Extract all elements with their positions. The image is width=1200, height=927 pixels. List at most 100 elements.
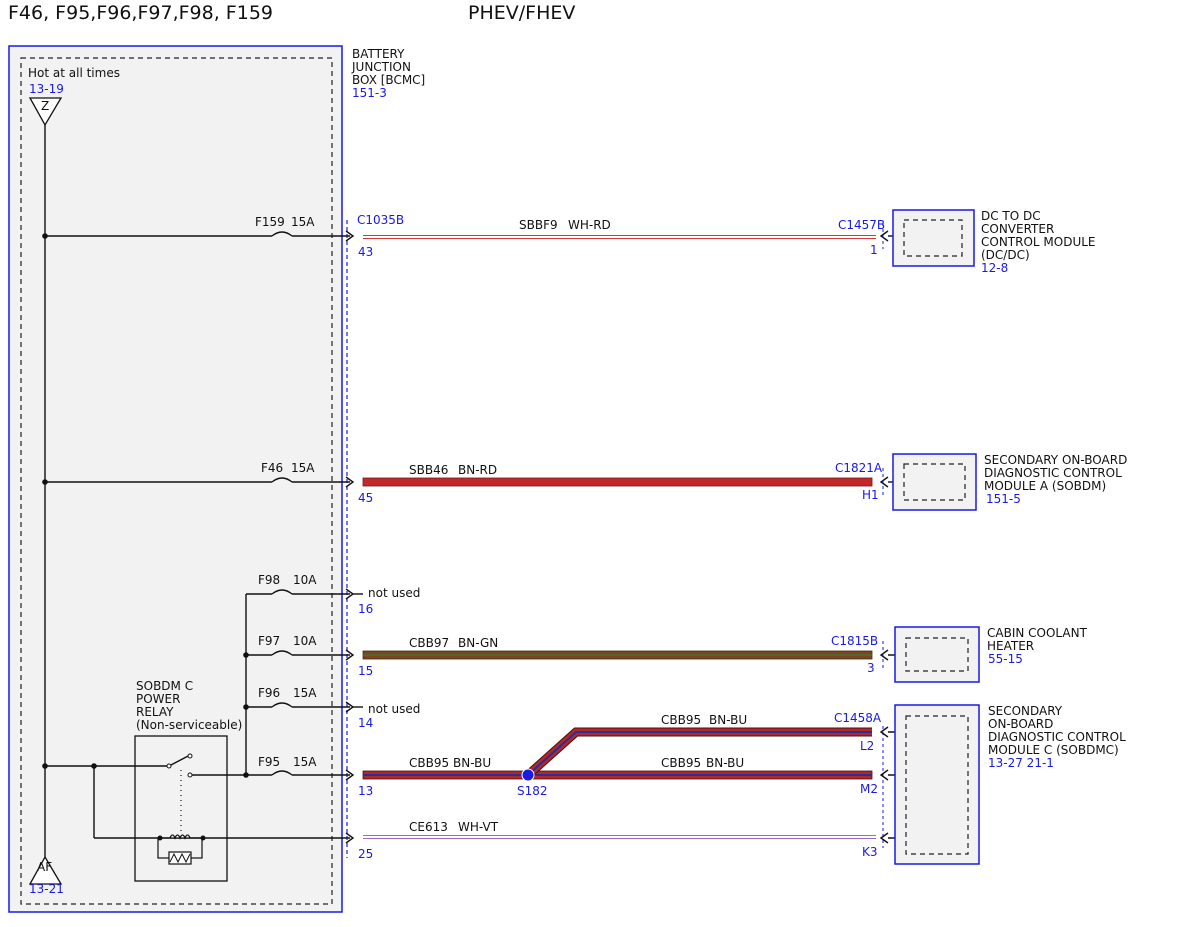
hot-label: Hot at all times (28, 66, 120, 80)
module-sobdmc-connector: C1458A (834, 711, 882, 725)
circuit-f98: F98 10A not used (246, 573, 420, 600)
module-sobdm-name-1: SECONDARY ON-BOARD (984, 453, 1127, 467)
relay-label-line-2: POWER (136, 692, 180, 706)
module-sobdmc-ref: 13-27 21-1 (988, 756, 1054, 770)
module-sobdmc-pin-m2: M2 (860, 782, 878, 796)
fuse-f96-label: F96 (258, 686, 280, 700)
not-used-16: not used (368, 586, 420, 600)
module-sobdmc: C1458A L2 M2 K3 SECONDARY ON-BOARD DIAGN… (834, 704, 1126, 865)
fuse-f159-symbol (271, 231, 293, 237)
module-heater-name-1: CABIN COOLANT (987, 626, 1088, 640)
wire-cbb97-name: CBB97 (409, 636, 449, 650)
pin-45: 45 (358, 491, 373, 505)
wire-sbb46: SBB46 BN-RD (362, 463, 873, 487)
wire-ce613-name: CE613 (409, 820, 448, 834)
circuit-f159: F159 15A (42, 215, 355, 242)
module-sobdmc-name-4: MODULE C (SOBDMC) (988, 743, 1119, 757)
bottom-power-symbol (28, 855, 63, 885)
wire-cbb95-name-1: CBB95 (409, 756, 449, 770)
fuse-f96-rating: 15A (293, 686, 317, 700)
circuit-f95: F95 15A (190, 755, 355, 781)
pin-43: 43 (358, 245, 373, 259)
battery-junction-box (8, 45, 343, 913)
variant-title: PHEV/FHEV (468, 2, 575, 24)
wire-sbbf9: SBBF9 WH-RD (363, 218, 876, 239)
module-sobdmc-pin-k3: K3 (862, 845, 878, 859)
bjb-connector-label: C1035B (357, 213, 404, 227)
module-sobdm-connector: C1821A (835, 461, 883, 475)
fuse-f97-rating: 10A (293, 634, 317, 648)
module-dcdc-name-2: CONVERTER (981, 222, 1054, 236)
module-dcdc-name-4: (DC/DC) (981, 248, 1030, 262)
module-sobdm-name-3: MODULE A (SOBDM) (984, 479, 1106, 493)
wire-sbb46-color: BN-RD (458, 463, 497, 477)
wire-cbb95-name-2: CBB95 (661, 713, 701, 727)
pin-25: 25 (358, 847, 373, 861)
fuse-f97-label: F97 (258, 634, 280, 648)
fuse-f46-rating: 15A (291, 461, 315, 475)
pin-15: 15 (358, 664, 373, 678)
relay-label-line-1: SOBDM C (136, 679, 193, 693)
wire-sbbf9-color: WH-RD (568, 218, 611, 232)
fuse-f159-rating: 15A (291, 215, 315, 229)
fuse-f46-symbol (271, 477, 293, 483)
module-heater-connector: C1815B (831, 634, 878, 648)
splice-s182-dot (521, 768, 535, 782)
pin-16: 16 (358, 602, 373, 616)
top-symbol-label: Z (41, 99, 49, 113)
fuse-f98-rating: 10A (293, 573, 317, 587)
circuit-f46: F46 15A (42, 461, 355, 488)
wire-sbbf9-name: SBBF9 (519, 218, 558, 232)
bottom-symbol-label: AF (37, 860, 52, 874)
module-dcdc-pin: 1 (870, 243, 878, 257)
module-dcdc-name-3: CONTROL MODULE (981, 235, 1096, 249)
wire-cbb95-color-2: BN-BU (709, 713, 747, 727)
module-dcdc: C1457B 1 DC TO DC CONVERTER CONTROL MODU… (838, 209, 1096, 275)
wire-cbb95-color-1: BN-BU (453, 756, 491, 770)
module-dcdc-connector: C1457B (838, 218, 885, 232)
module-sobdmc-name-1: SECONDARY (988, 704, 1063, 718)
bjb-name-line-2: JUNCTION (351, 60, 411, 74)
module-sobdm-name-2: DIAGNOSTIC CONTROL (984, 466, 1122, 480)
fuses-title: F46, F95,F96,F97,F98, F159 (8, 2, 273, 24)
module-heater-pin: 3 (867, 661, 875, 675)
circuit-f97: F97 10A (243, 634, 355, 661)
module-sobdmc-pin-l2: L2 (860, 739, 874, 753)
pin-14: 14 (358, 716, 373, 730)
splice-s182-label: S182 (517, 784, 548, 798)
relay-label-line-4: (Non-serviceable) (136, 718, 242, 732)
module-sobdmc-name-2: ON-BOARD (988, 717, 1053, 731)
wire-cbb97: CBB97 BN-GN (362, 636, 873, 660)
module-sobdm-pin: H1 (862, 488, 879, 502)
top-power-symbol (28, 97, 63, 127)
wire-cbb95-color-3: BN-BU (706, 756, 744, 770)
module-sobdm-ref: 151-5 (986, 492, 1021, 506)
wire-sbb46-name: SBB46 (409, 463, 448, 477)
fuse-f98-label: F98 (258, 573, 280, 587)
fuse-f46-label: F46 (261, 461, 283, 475)
module-dcdc-ref: 12-8 (981, 261, 1008, 275)
module-cabin-coolant-heater: C1815B 3 CABIN COOLANT HEATER 55-15 (831, 626, 1088, 683)
wire-cbb97-color: BN-GN (458, 636, 498, 650)
module-dcdc-name-1: DC TO DC (981, 209, 1041, 223)
relay-switch-contact (170, 754, 191, 766)
pin-13: 13 (358, 784, 373, 798)
bjb-internal-outline (20, 57, 333, 905)
wire-cbb95: CBB95 BN-BU CBB95 BN-BU CBB95 BN-BU S182 (362, 713, 873, 798)
top-ref: 13-19 (29, 82, 64, 96)
wire-ce613-color: WH-VT (458, 820, 499, 834)
bjb-name-line-1: BATTERY (352, 47, 405, 61)
bottom-ref: 13-21 (29, 882, 64, 896)
module-heater-name-2: HEATER (987, 639, 1034, 653)
module-sobdm: C1821A H1 SECONDARY ON-BOARD DIAGNOSTIC … (835, 453, 1127, 511)
fuse-f95-rating: 15A (293, 755, 317, 769)
wire-cbb95-name-3: CBB95 (661, 756, 701, 770)
bjb-ref: 151-3 (352, 86, 387, 100)
fuse-f159-label: F159 (255, 215, 285, 229)
sobdm-c-power-relay: SOBDM C POWER RELAY (Non-serviceable) (42, 679, 355, 882)
not-used-14: not used (368, 702, 420, 716)
relay-label-line-3: RELAY (136, 705, 174, 719)
fuse-f95-label: F95 (258, 755, 280, 769)
module-heater-ref: 55-15 (988, 652, 1023, 666)
